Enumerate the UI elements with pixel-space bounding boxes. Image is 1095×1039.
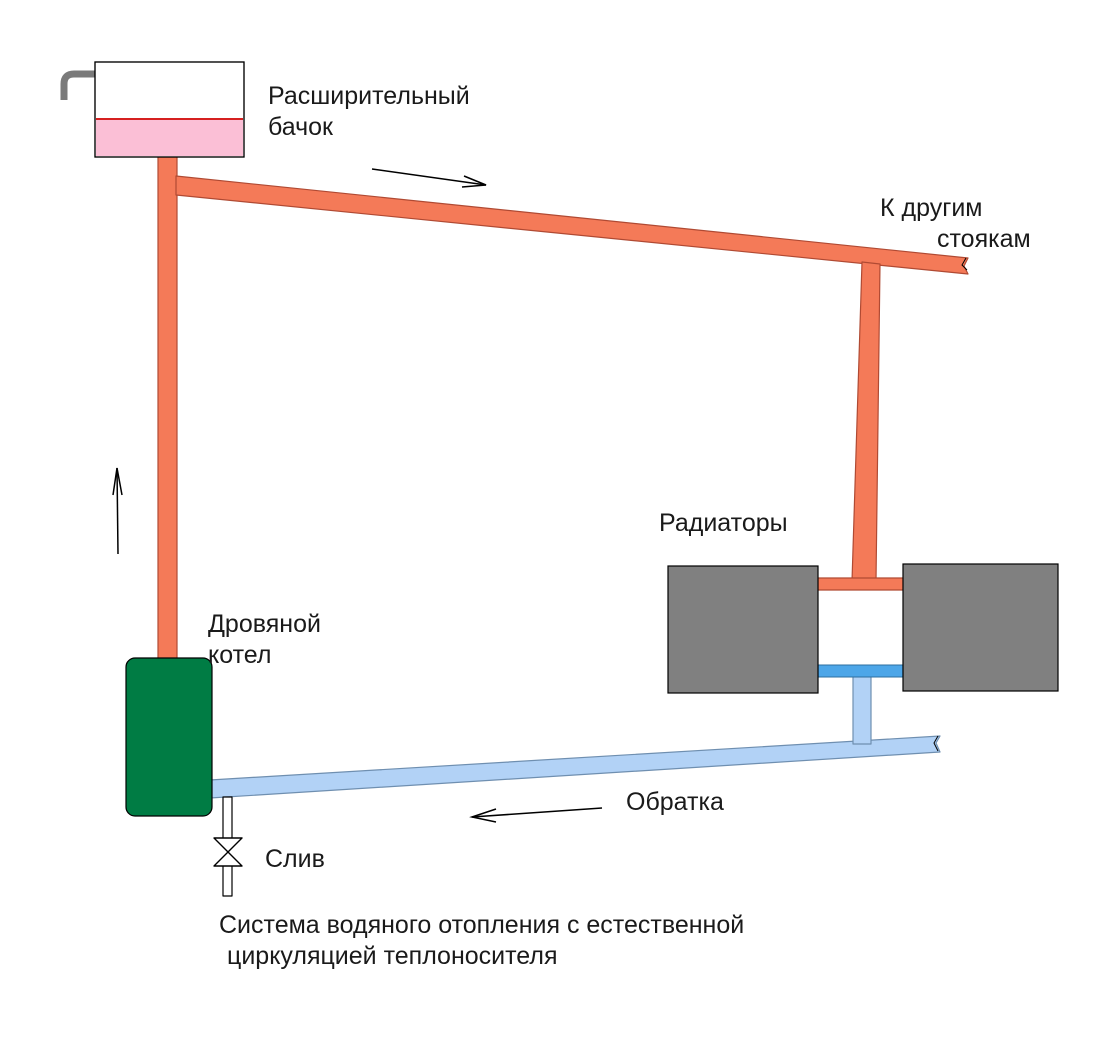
supply-main-pipe <box>175 175 969 275</box>
radiator-left <box>667 565 819 694</box>
radiator-supply-drop <box>851 261 881 582</box>
boiler-label-line2: котел <box>208 641 272 669</box>
expansion-tank <box>94 61 245 158</box>
other-risers-label-line2: стоякам <box>937 225 1031 253</box>
radiator-connector-bottom <box>816 664 905 678</box>
supply-flow-arrow <box>371 168 487 188</box>
expansion-tank-label: Расширительный бачок <box>268 81 470 143</box>
boiler-label: Дровяной котел <box>208 609 321 671</box>
diagram-caption-line2: циркуляцией теплоносителя <box>227 942 558 970</box>
arrow-icon <box>112 168 603 823</box>
expansion-tank-label-line2: бачок <box>268 113 333 141</box>
drain-label: Слив <box>265 845 325 873</box>
overflow-pipe <box>60 70 96 100</box>
radiators-label: Радиаторы <box>659 509 788 537</box>
wood-boiler <box>125 657 213 817</box>
return-flow-arrow <box>469 807 603 823</box>
boiler-label-line1: Дровяной <box>208 610 321 638</box>
pipe-end-marks <box>933 257 968 752</box>
return-main-pipe <box>209 735 941 799</box>
supply-pipes <box>157 155 969 660</box>
diagram-caption-line1: Система водяного отопления с естественно… <box>219 911 745 939</box>
return-line-label: Обратка <box>626 788 724 816</box>
radiator-right <box>902 563 1059 692</box>
drain-pipe-lower <box>222 864 233 897</box>
other-risers-label: К другим стоякам <box>880 193 1031 255</box>
valve-icon <box>213 837 243 867</box>
tank-water <box>96 119 243 156</box>
drain-pipe-upper <box>222 796 233 840</box>
diagram-caption: Система водяного отопления с естественно… <box>219 910 744 972</box>
riser-flow-arrow <box>112 467 123 555</box>
main-riser-pipe <box>157 155 178 660</box>
other-risers-label-line1: К другим <box>880 194 983 222</box>
radiator-return-riser <box>852 673 872 745</box>
radiator-connector-top <box>816 577 905 591</box>
expansion-tank-label-line1: Расширительный <box>268 82 470 110</box>
